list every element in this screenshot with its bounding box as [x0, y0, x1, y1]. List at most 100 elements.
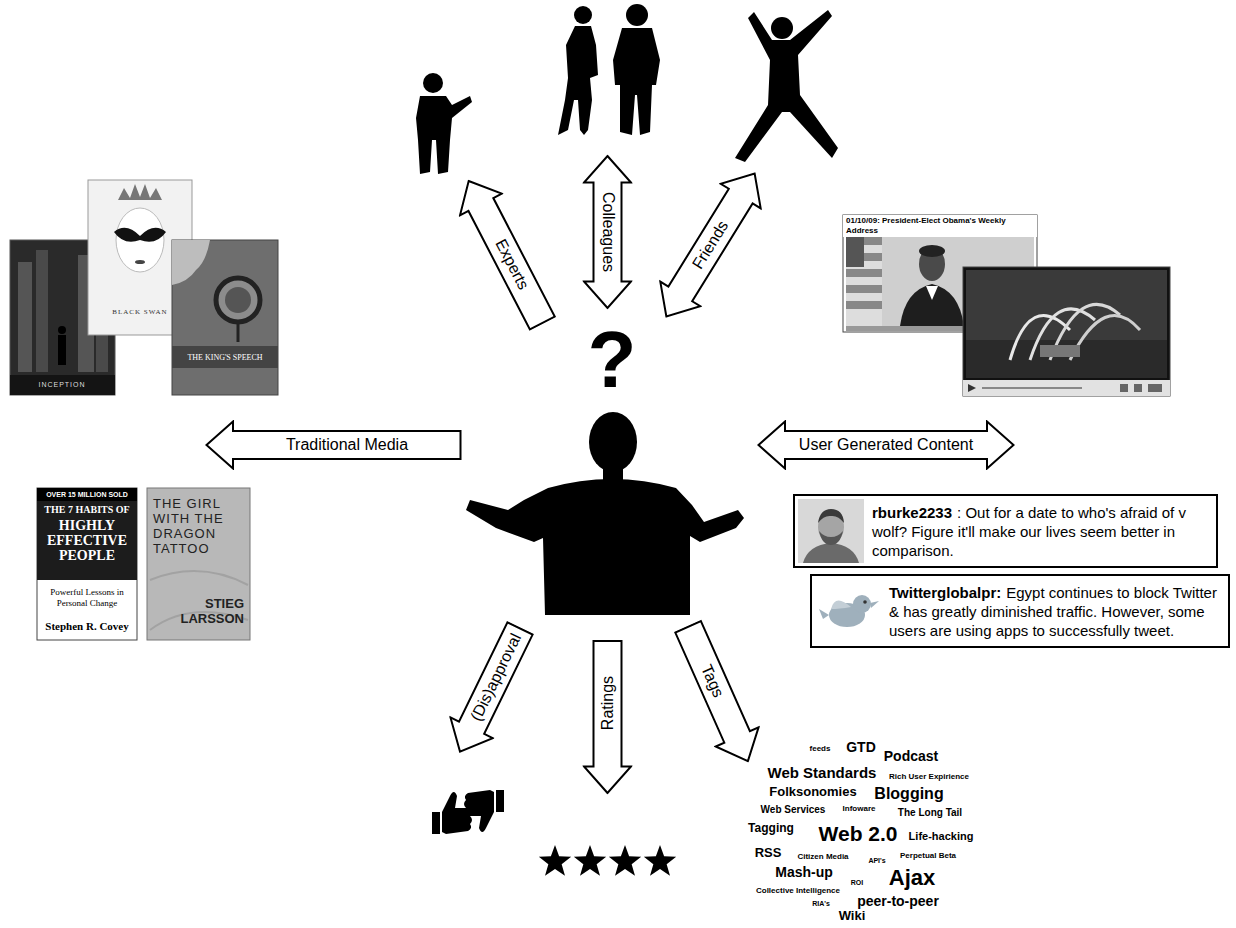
seven-habits-book — [37, 488, 137, 580]
friend-figure — [735, 10, 838, 162]
avatar-picture — [798, 499, 864, 563]
avatar-picture — [819, 531, 843, 545]
video-frame-two — [966, 340, 1167, 378]
disapproval-arrow: (Dis)approval — [437, 616, 543, 764]
video-frame-two — [968, 384, 976, 392]
thumbs-icons — [464, 790, 494, 832]
tag-word: Citizen Media — [797, 852, 848, 861]
avatar-picture — [803, 543, 859, 563]
kings-speech-poster — [172, 240, 278, 395]
friends-arrow: Friends — [644, 159, 776, 331]
bird-icon — [815, 579, 881, 643]
video-frame-two — [1040, 345, 1080, 357]
tag-word: Infoware — [843, 804, 876, 813]
dragon-tattoo-book — [147, 488, 250, 640]
video-frame-two — [963, 267, 1170, 396]
tweet-box: rburke2233: Out for a date to who's afra… — [793, 494, 1218, 568]
avatar-picture — [818, 509, 844, 523]
video-frame-one — [846, 301, 882, 309]
arrow-label-holder: Traditional Media — [205, 420, 462, 470]
seven-habits-book — [37, 488, 137, 640]
video-frame-two — [1148, 384, 1162, 392]
shrugging-person — [466, 412, 744, 615]
video-frame-two — [963, 267, 1170, 396]
expert-figure — [416, 73, 472, 174]
book-title: THE 7 HABITS OF — [44, 504, 129, 516]
tweet-box: Twitterglobalpr:Egypt continues to block… — [810, 574, 1230, 648]
tags-arrow: Tags — [665, 615, 772, 772]
tweet-user: rburke2233 — [872, 504, 952, 521]
colleagues-figure — [558, 4, 660, 135]
rating-star — [539, 845, 571, 876]
kings-speech-poster — [172, 240, 210, 285]
rating-star — [609, 845, 641, 876]
kings-speech-poster — [172, 240, 278, 395]
block-arrow-outline — [206, 422, 460, 469]
thumbs-icons — [464, 790, 504, 832]
rating-star — [574, 845, 606, 876]
tag-word: Ajax — [889, 865, 935, 890]
tweet-body: rburke2233: Out for a date to who's afra… — [864, 503, 1213, 560]
tag-word: peer-to-peer — [857, 893, 939, 909]
tag-word: GTD — [846, 739, 876, 755]
thumbs-icons — [496, 790, 504, 812]
arrow-label-holder: Colleagues — [582, 155, 632, 310]
inception-poster — [58, 326, 66, 334]
friend-figure — [771, 17, 793, 39]
user-content-arrow: User Generated Content — [757, 420, 1015, 470]
inception-poster — [36, 250, 48, 372]
tag-word: ROI — [851, 879, 863, 887]
arrow-label-holder: Tags — [665, 615, 772, 772]
colleagues-figure — [574, 6, 592, 24]
tag-word: Perpetual Beta — [900, 851, 956, 860]
tag-word: Mash-up — [775, 864, 833, 880]
tag-word: Web Standards — [768, 764, 877, 781]
block-arrow-outline — [439, 618, 541, 762]
ratings-arrow: Ratings — [582, 640, 632, 795]
tag-word: Life-hacking — [909, 830, 974, 843]
arrow-label-holder: Experts — [445, 168, 564, 336]
kings-speech-poster — [172, 346, 278, 368]
inception-poster — [18, 262, 32, 372]
arrow-label: Tags — [697, 662, 727, 700]
expert-figure — [416, 96, 472, 174]
traditional-media-arrow: Traditional Media — [205, 420, 462, 470]
experts-arrow: Experts — [445, 168, 564, 336]
book-author: STIEG LARSSON — [158, 596, 244, 626]
video-frame-two — [982, 387, 1082, 389]
kings-speech-poster — [225, 287, 251, 313]
arrow-label: User Generated Content — [799, 436, 973, 454]
dragon-tattoo-book — [150, 571, 248, 585]
book-author: Stephen R. Covey — [45, 620, 128, 633]
tag-word: Folksonomies — [769, 784, 856, 799]
bird-icon — [870, 601, 879, 608]
shrugging-person — [466, 479, 744, 615]
black-swan-poster — [114, 228, 166, 242]
arrow-label: Experts — [491, 236, 532, 292]
expert-figure — [423, 73, 443, 93]
bird-icon — [831, 600, 851, 609]
colleagues-figure — [626, 4, 648, 26]
tag-word: Web 2.0 — [819, 822, 898, 846]
tag-word: API's — [868, 857, 885, 865]
tag-word: Podcast — [884, 748, 938, 764]
video-frame-one — [846, 269, 882, 277]
inception-poster — [10, 375, 115, 395]
tweet-body: Twitterglobalpr:Egypt continues to block… — [881, 583, 1225, 640]
bird-icon — [863, 600, 867, 604]
bird-icon — [819, 609, 829, 619]
arrow-label: Colleagues — [598, 192, 616, 272]
black-swan-poster — [135, 260, 145, 264]
video-frame: 01/10/09: President-Elect Obama's Weekly… — [843, 215, 1037, 237]
book-banner: OVER 15 MILLION SOLD — [46, 491, 128, 499]
block-arrow-outline — [646, 161, 774, 329]
video-frame-one — [846, 285, 882, 293]
poster-title: THE KING'S SPEECH — [187, 353, 262, 362]
book-title: HIGHLY EFFECTIVE PEOPLE — [39, 518, 135, 563]
video-frame-two — [963, 380, 1170, 396]
tag-word: The Long Tail — [898, 807, 962, 819]
arrow-label-holder: Ratings — [582, 640, 632, 795]
poster-title: INCEPTION — [38, 381, 85, 389]
